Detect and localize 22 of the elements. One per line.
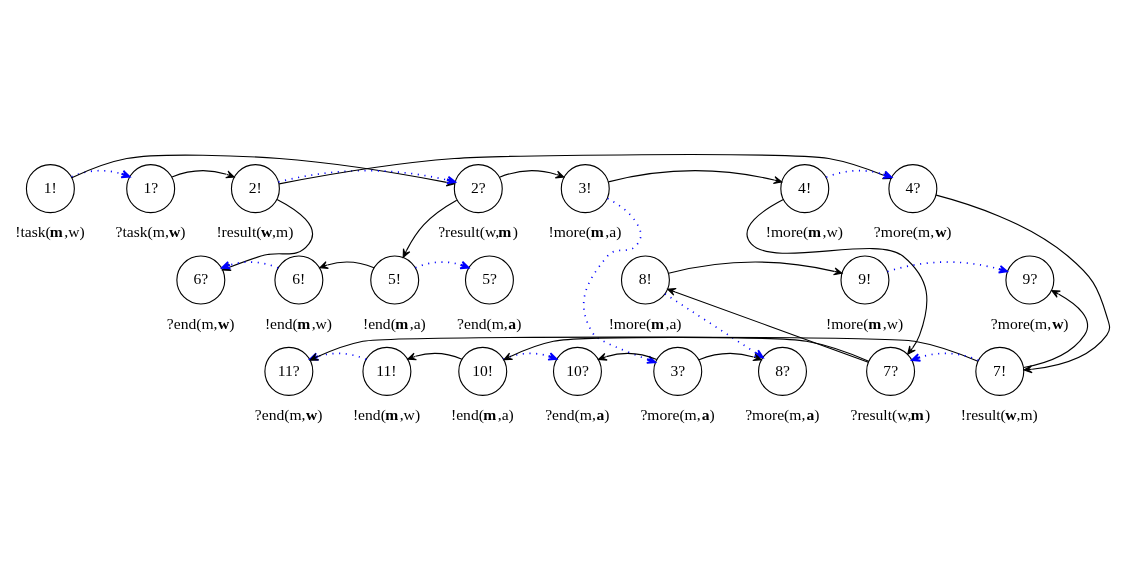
node-label: ?end(m,w): [254, 405, 323, 423]
node-label: ?end(m,a): [457, 314, 522, 332]
node-label: !more(m,w): [825, 314, 904, 332]
node-label: !end(m,w): [352, 405, 421, 423]
node-label: ?more(m,w): [873, 222, 952, 240]
node-label: !more(m,a): [548, 222, 622, 240]
node-label: ?more(m,a): [640, 405, 715, 423]
node-label: ?result(w,m): [850, 405, 931, 423]
node-label: !more(m,w): [765, 222, 843, 240]
node-label: !end(m,w): [264, 314, 333, 332]
node-label: ?result(w,m): [438, 222, 519, 240]
node-label: !task(m,w): [15, 222, 85, 240]
node-label: !end(m,a): [362, 314, 426, 332]
node-label: ?more(m,a): [745, 405, 820, 423]
node-label: ?end(m,w): [166, 314, 235, 332]
node-label: ?more(m,w): [990, 314, 1069, 332]
node-label: !more(m,a): [608, 314, 682, 332]
node-label: ?task(m,w): [115, 222, 186, 240]
node-label: !end(m,a): [450, 405, 514, 423]
node-label: ?end(m,a): [545, 405, 610, 423]
node-label: !result(w,m): [960, 405, 1038, 423]
node-label: !result(w,m): [216, 222, 294, 240]
